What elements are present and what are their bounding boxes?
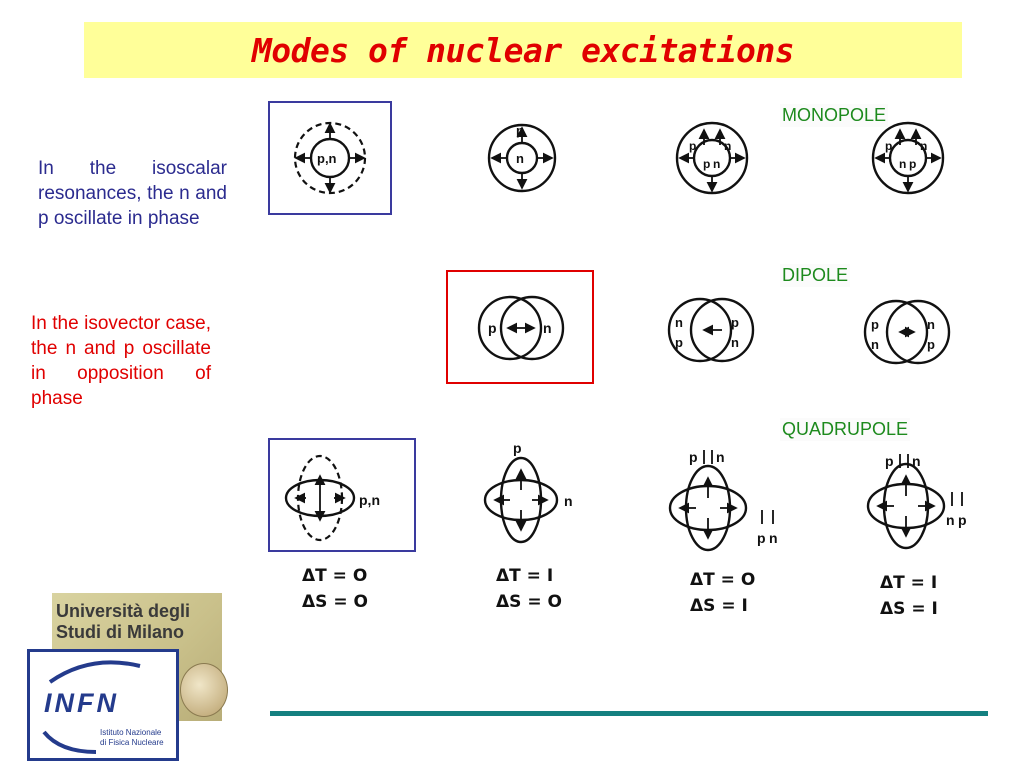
label-n: n: [675, 315, 683, 330]
quantum-numbers-1: ΔT = O ΔS = O: [302, 563, 368, 615]
isovector-description: In the isovector case, the n and p oscil…: [31, 313, 211, 409]
label-pn: p,n: [317, 151, 337, 166]
quadrupole-spin-isoscalar-diagram: p n p n: [668, 449, 778, 552]
mode-label-dipole: DIPOLE: [780, 264, 851, 287]
quadrupole-isoscalar-diagram: p,n: [284, 454, 380, 542]
label-n: n: [543, 320, 552, 336]
dipole-spin-isoscalar-diagram: n p p n: [667, 297, 755, 363]
infn-logo-text: INFN: [44, 688, 119, 718]
delta-t-value: ΔT = O: [690, 570, 756, 590]
label-n: n: [946, 512, 955, 528]
label-n: n: [731, 335, 739, 350]
label-p: p: [871, 317, 879, 332]
label-p: p: [689, 449, 698, 465]
label-p: p: [488, 320, 497, 336]
label-n: n: [769, 530, 778, 546]
isoscalar-description: In the isoscalar resonances, the n and p…: [38, 158, 227, 229]
monopole-isovector-diagram: p n: [487, 123, 557, 193]
label-p: p: [731, 315, 739, 330]
infn-logo-subtitle: Istituto Nazionale di Fisica Nucleare: [100, 728, 164, 747]
label-p: p: [516, 123, 524, 138]
delta-s-value: ΔS = O: [496, 592, 562, 612]
label-p: p: [927, 337, 935, 352]
mode-label-quadrupole: QUADRUPOLE: [780, 418, 911, 441]
quadrupole-spin-isovector-diagram: p n n p: [866, 453, 967, 550]
unimi-logo-text: Università degli Studi di Milano: [56, 601, 191, 642]
monopole-spin-isoscalar-diagram: p n p n: [675, 121, 749, 195]
label-p: p: [885, 139, 892, 153]
coin-icon: [180, 663, 228, 717]
footer-divider: [270, 711, 988, 716]
label-n: n: [564, 493, 573, 509]
monopole-spin-isovector-diagram: p n n p: [871, 121, 945, 195]
quantum-numbers-4: ΔT = I ΔS = I: [880, 570, 938, 622]
label-n: n: [713, 157, 720, 171]
highlight-frame-monopole: [268, 101, 392, 215]
label-n: n: [724, 139, 731, 153]
title-bar: Modes of nuclear excitations: [84, 22, 962, 78]
label-pn: p,n: [359, 492, 380, 508]
label-p: p: [885, 453, 894, 469]
label-n: n: [516, 151, 524, 166]
monopole-isoscalar-diagram: p,n: [293, 121, 367, 195]
label-p: p: [689, 139, 696, 153]
quadrupole-isovector-diagram: p n: [483, 440, 573, 544]
delta-t-value: ΔT = I: [880, 573, 938, 593]
label-p: p: [757, 530, 766, 546]
label-p: p: [703, 157, 710, 171]
delta-s-value: ΔS = I: [690, 596, 748, 616]
dipole-spin-isovector-diagram: p n n p: [863, 299, 951, 365]
quantum-numbers-3: ΔT = O ΔS = I: [690, 567, 755, 619]
delta-t-value: ΔT = I: [496, 566, 554, 586]
label-n: n: [912, 453, 921, 469]
label-p: p: [675, 335, 683, 350]
quantum-numbers-2: ΔT = I ΔS = O: [496, 563, 562, 615]
slide-title: Modes of nuclear excitations: [251, 30, 795, 70]
dipole-isovector-diagram: p n: [477, 295, 565, 361]
label-n: n: [927, 317, 935, 332]
delta-t-value: ΔT = O: [302, 566, 368, 586]
label-n: n: [716, 449, 725, 465]
infn-arc-icon: [42, 660, 141, 754]
mode-label-monopole: MONOPOLE: [780, 104, 889, 127]
label-p: p: [909, 157, 916, 171]
highlight-frame-quadrupole: [268, 438, 416, 552]
label-p: p: [513, 440, 522, 456]
label-n: n: [871, 337, 879, 352]
label-n: n: [920, 139, 927, 153]
highlight-frame-dipole: [446, 270, 594, 384]
delta-s-value: ΔS = O: [302, 592, 368, 612]
label-p: p: [958, 512, 967, 528]
label-n: n: [899, 157, 906, 171]
infn-logo: INFN Istituto Nazionale di Fisica Nuclea…: [27, 649, 179, 761]
delta-s-value: ΔS = I: [880, 599, 938, 619]
